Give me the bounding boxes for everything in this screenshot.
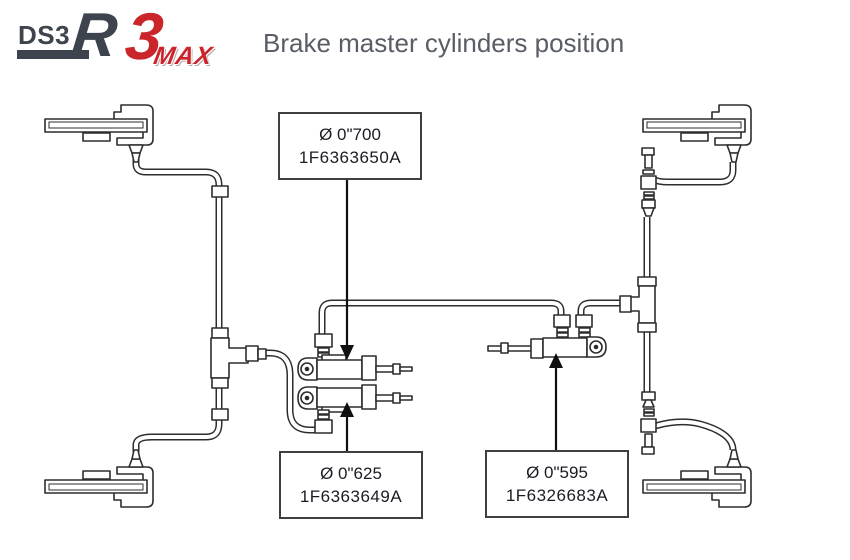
master-cylinder-bottom (297, 384, 413, 434)
callout-diameter: Ø 0"700 (319, 124, 381, 144)
tee-junction-left (210, 185, 267, 421)
logo-underline-bar (17, 50, 89, 59)
callout-part-number: 1F6363650A (298, 147, 402, 167)
caliper-top-left (44, 104, 154, 163)
banjo-fitting-bottom-right (640, 391, 657, 455)
callout-part-number: 1F6326683A (505, 485, 609, 505)
caliper-top-right (642, 104, 752, 163)
brake-line-left (132, 158, 321, 452)
caliper-bottom-right (642, 449, 752, 508)
callout-part-number: 1F6363649A (299, 486, 403, 506)
callout-diameter: Ø 0"625 (320, 463, 382, 483)
ds3-r3-max-logo: DS3 R 3 MAX (14, 0, 254, 82)
pointer-arrow-top (340, 178, 354, 360)
master-cylinder-rear (487, 314, 607, 359)
banjo-fitting-top-right (640, 147, 657, 217)
master-cylinder-feed-lines (318, 299, 624, 340)
page-title: Brake master cylinders position (263, 28, 625, 58)
master-cylinder-top (297, 333, 413, 381)
pointer-arrow-bottom (340, 402, 354, 451)
tee-junction-right (619, 276, 657, 333)
logo-model-text: DS3 (18, 20, 71, 50)
brake-line-right (643, 162, 737, 451)
caliper-bottom-left (44, 449, 154, 508)
callout-box-0700: Ø 0"700 1F6363650A (278, 112, 422, 180)
callout-diameter: Ø 0"595 (526, 462, 588, 482)
pointer-arrow-rear (549, 353, 563, 450)
callout-box-0625: Ø 0"625 1F6363649A (279, 451, 423, 519)
callout-box-0595: Ø 0"595 1F6326683A (485, 450, 629, 518)
